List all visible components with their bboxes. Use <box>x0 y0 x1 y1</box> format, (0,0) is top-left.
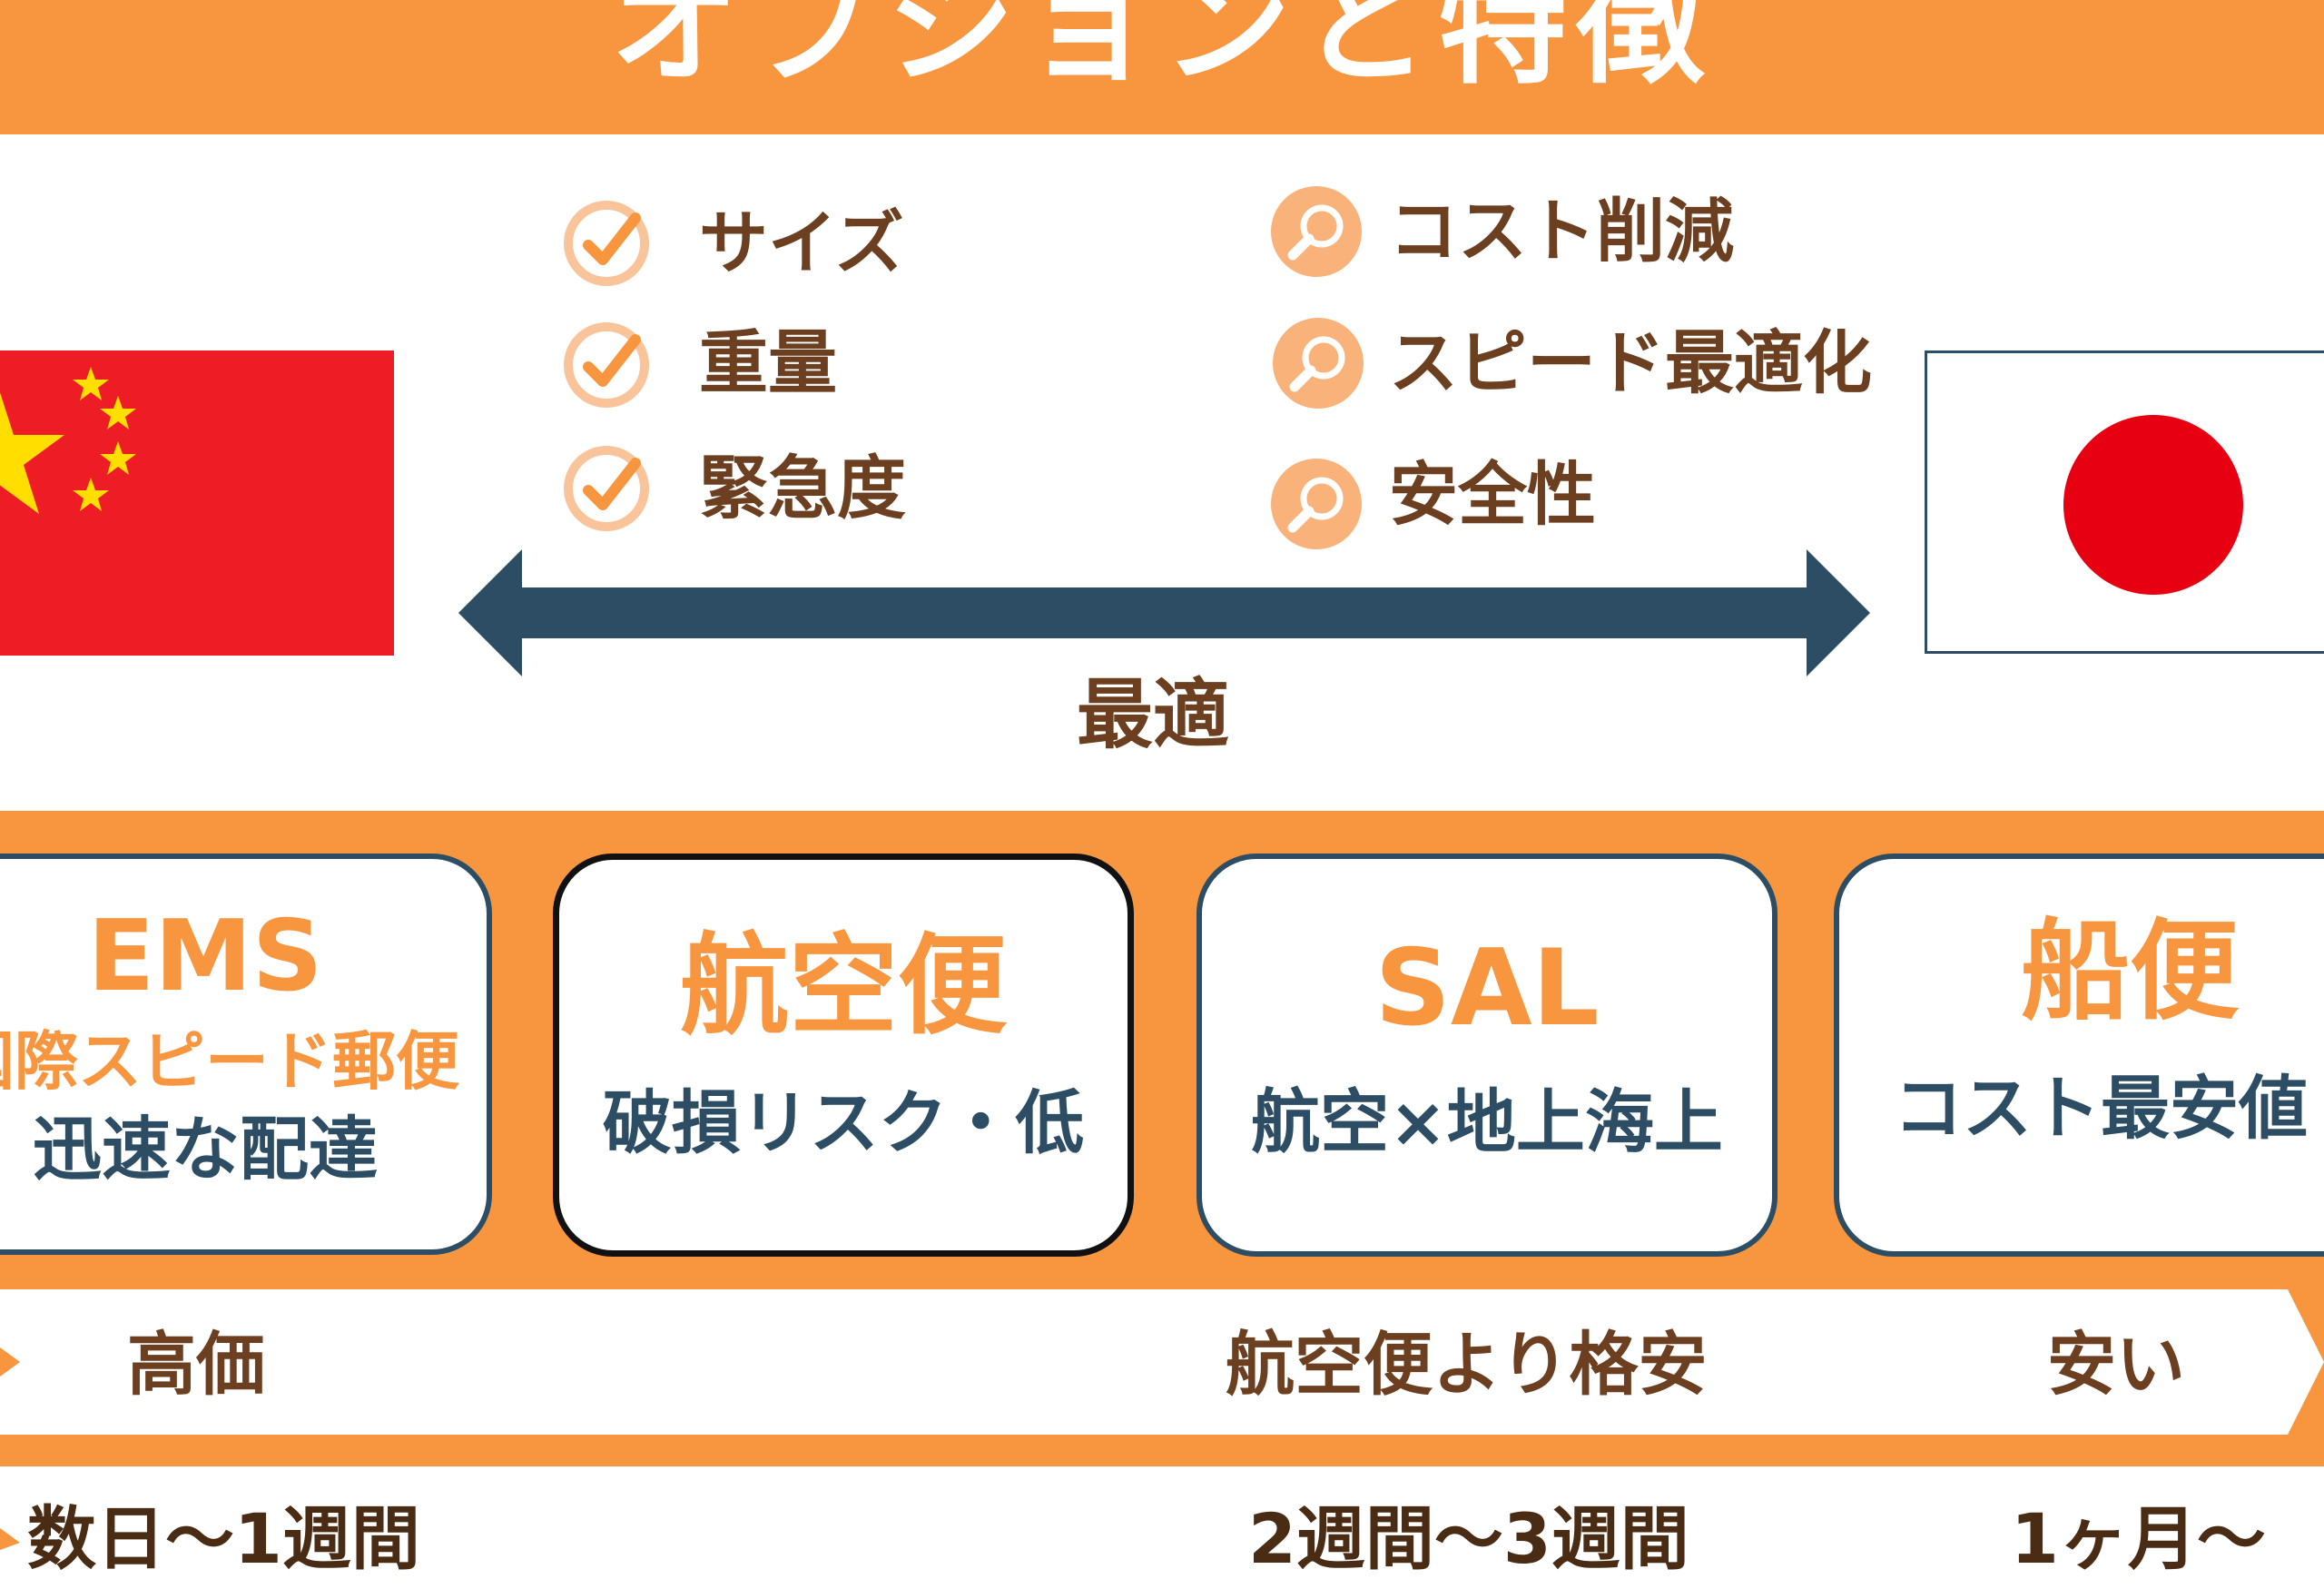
magnifier-icon <box>1273 318 1364 409</box>
feature-left-3 <box>561 443 652 538</box>
option-sal-feature: 航空×地上海上 <box>1251 1081 1723 1162</box>
japan-flag <box>1925 350 2324 654</box>
feature-left-1 <box>561 198 652 292</box>
feature-urgency-label: 緊急度 <box>699 448 906 528</box>
option-card-ems[interactable]: EMS 国際スピード郵便 迅速な配達 <box>0 854 492 1255</box>
china-flag <box>0 350 394 656</box>
feature-cost-label: コスト削減 <box>1389 191 1734 271</box>
duration-row-bar <box>0 1466 2324 1550</box>
feature-left-2 <box>561 320 652 414</box>
price-ship: 安い <box>2047 1324 2185 1405</box>
option-ems-feature: 迅速な配達 <box>33 1109 378 1189</box>
option-ship-feature: コスト最安値 <box>1894 1068 2308 1149</box>
option-air-title: 航空便 <box>680 923 1007 1050</box>
feature-speed-label: スピード最適化 <box>1389 322 1872 403</box>
magnifier-icon <box>1271 459 1362 549</box>
option-ems-subtitle: 国際スピード郵便 <box>0 1024 459 1099</box>
feature-safety-label: 安全性 <box>1389 454 1596 535</box>
page-title: オプションと特徴 <box>610 0 1714 102</box>
check-icon <box>564 322 649 408</box>
japan-flag-circle <box>2063 415 2243 595</box>
duration-ems: 数日〜1週間 <box>27 1498 420 1579</box>
duration-ship: 1ヶ月〜 <box>2011 1498 2266 1579</box>
option-air-feature: 破損リスク・低 <box>602 1082 1085 1163</box>
feature-size-label: サイズ <box>699 202 904 283</box>
check-icon <box>564 446 649 531</box>
duration-sal: 2週間〜3週間 <box>1248 1498 1689 1579</box>
feature-right-3 <box>1271 459 1362 553</box>
option-card-sal[interactable]: SAL 航空×地上海上 <box>1196 854 1777 1257</box>
option-sal-title: SAL <box>1374 927 1600 1050</box>
feature-right-2 <box>1273 318 1364 412</box>
check-icon <box>564 201 649 286</box>
price-ems: 高価 <box>127 1324 265 1405</box>
option-card-ship[interactable]: 船便 コスト最安値 <box>1834 854 2324 1257</box>
feature-weight-label: 重量 <box>699 322 837 403</box>
china-flag-stars <box>0 367 136 514</box>
optimal-label: 最適 <box>1076 670 1229 759</box>
price-row-bar <box>0 1289 2324 1435</box>
magnifier-icon <box>1271 186 1362 277</box>
title-bar <box>0 0 2324 134</box>
price-sal: 航空便より格安 <box>1226 1324 1708 1405</box>
option-ems-title: EMS <box>87 900 323 1013</box>
option-ship-title: 船便 <box>2021 909 2239 1035</box>
double-arrow-icon <box>458 549 1870 676</box>
option-card-air[interactable]: 航空便 破損リスク・低 <box>553 854 1134 1257</box>
feature-right-1 <box>1271 186 1362 281</box>
